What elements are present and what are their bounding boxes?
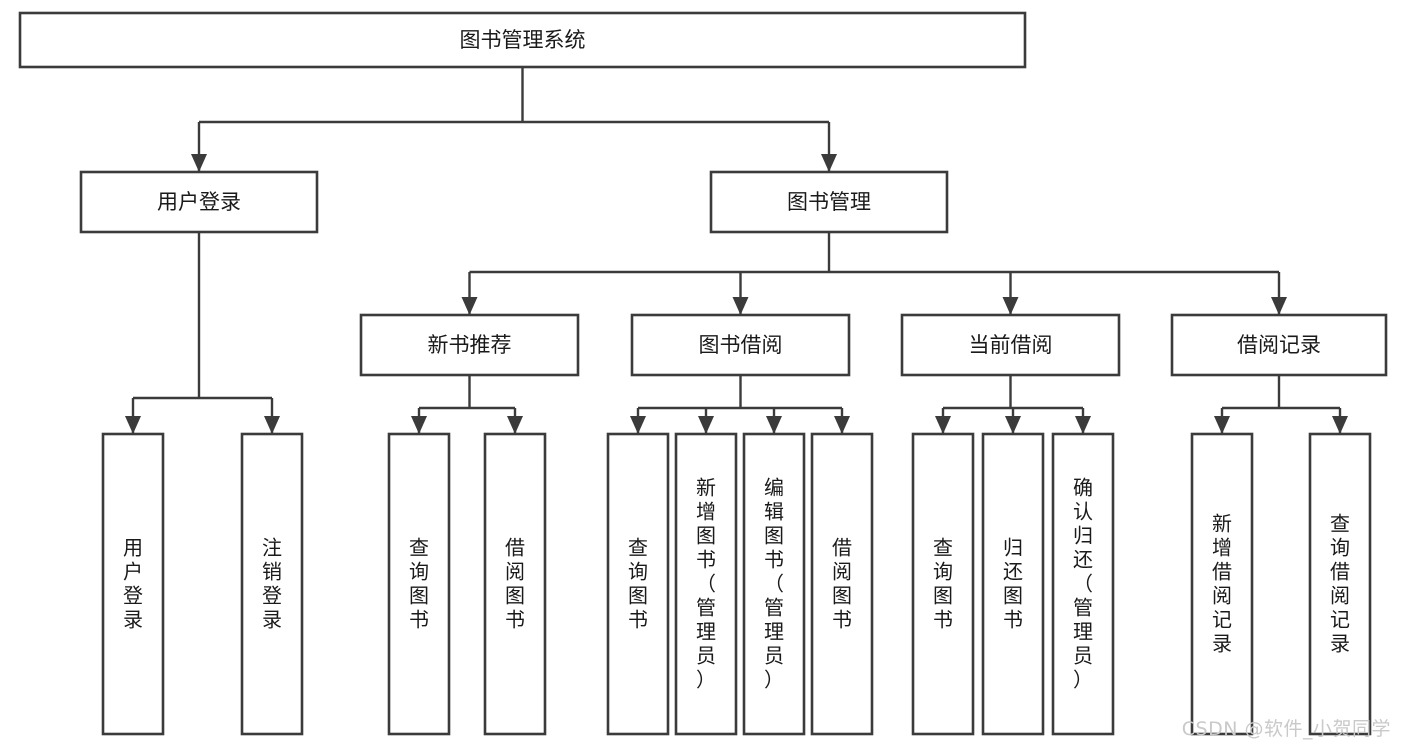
arrow-head-icon-borrow-record-1	[1332, 416, 1348, 434]
node-leaf-add-record[interactable]: 新增借阅记录	[1190, 432, 1254, 736]
node-label-leaf-borrow-book-2: 借阅图书	[832, 536, 852, 632]
node-book-manage[interactable]: 图书管理	[709, 170, 949, 234]
node-box-borrow-record	[1170, 313, 1388, 377]
arrow-head-icon-user-login-0	[125, 416, 141, 434]
arrow-head-icon-new-book-recommend-0	[411, 416, 427, 434]
node-leaf-edit-book[interactable]: 编辑图书（管理员）	[742, 432, 806, 736]
node-box-leaf-borrow-book-2	[810, 432, 874, 736]
node-label-leaf-query-record: 查询借阅记录	[1330, 512, 1350, 656]
node-label-leaf-query-book-1: 查询图书	[409, 536, 429, 632]
node-box-leaf-user-login	[101, 432, 165, 736]
node-box-leaf-edit-book	[742, 432, 806, 736]
node-leaf-user-login[interactable]: 用户登录	[101, 432, 165, 736]
node-borrow-record[interactable]: 借阅记录	[1170, 313, 1388, 377]
arrow-head-icon-borrow-record-0	[1214, 416, 1230, 434]
node-box-user-login	[79, 170, 319, 234]
node-leaf-query-book-3[interactable]: 查询图书	[911, 432, 975, 736]
arrow-head-icon-book-manage-2	[1002, 297, 1019, 315]
node-box-leaf-query-book-3	[911, 432, 975, 736]
arrow-head-icon-book-manage-1	[732, 297, 749, 315]
arrow-head-icon-root-0	[191, 154, 207, 172]
node-label-leaf-user-login: 用户登录	[123, 536, 143, 632]
node-leaf-query-book-2[interactable]: 查询图书	[606, 432, 670, 736]
node-box-leaf-borrow-book-1	[483, 432, 547, 736]
node-box-leaf-query-book-1	[387, 432, 451, 736]
arrow-head-icon-book-borrow-3	[834, 416, 850, 434]
node-label-leaf-query-book-3: 查询图书	[933, 536, 953, 632]
node-label-user-login: 用户登录	[157, 190, 241, 214]
node-box-new-book-recommend	[359, 313, 580, 377]
node-box-book-manage	[709, 170, 949, 234]
node-label-root: 图书管理系统	[460, 28, 586, 52]
arrow-head-icon-book-manage-3	[1271, 297, 1287, 315]
node-box-leaf-query-record	[1308, 432, 1372, 736]
node-new-book-recommend[interactable]: 新书推荐	[359, 313, 580, 377]
arrow-head-icon-book-manage-0	[461, 297, 478, 315]
node-box-leaf-confirm-return	[1051, 432, 1115, 736]
node-box-leaf-add-record	[1190, 432, 1254, 736]
node-leaf-borrow-book-2[interactable]: 借阅图书	[810, 432, 874, 736]
node-label-book-borrow: 图书借阅	[699, 333, 783, 357]
node-label-leaf-add-record: 新增借阅记录	[1212, 512, 1232, 656]
node-box-current-borrow	[900, 313, 1121, 377]
watermark-label: CSDN @软件_小贺同学	[1181, 718, 1391, 740]
node-label-leaf-edit-book: 编辑图书（管理员）	[764, 476, 784, 692]
node-label-new-book-recommend: 新书推荐	[428, 333, 512, 357]
arrow-head-icon-new-book-recommend-1	[507, 416, 523, 434]
arrow-head-icon-book-borrow-1	[698, 416, 714, 434]
node-leaf-add-book[interactable]: 新增图书（管理员）	[674, 432, 738, 736]
node-leaf-query-record[interactable]: 查询借阅记录	[1308, 432, 1372, 736]
node-current-borrow[interactable]: 当前借阅	[900, 313, 1121, 377]
node-box-book-borrow	[630, 313, 851, 377]
arrow-head-icon-user-login-1	[264, 416, 280, 434]
node-leaf-query-book-1[interactable]: 查询图书	[387, 432, 451, 736]
arrow-head-icon-root-1	[821, 154, 837, 172]
node-leaf-confirm-return[interactable]: 确认归还（管理员）	[1051, 432, 1115, 736]
arrow-head-icon-current-borrow-2	[1075, 416, 1091, 434]
arrow-head-icon-book-borrow-0	[630, 416, 646, 434]
node-box-leaf-query-book-2	[606, 432, 670, 736]
arrow-head-icon-current-borrow-0	[935, 416, 951, 434]
node-leaf-user-logout[interactable]: 注销登录	[240, 432, 304, 736]
node-label-book-manage: 图书管理	[787, 190, 871, 214]
node-label-leaf-return-book: 归还图书	[1003, 536, 1023, 632]
node-label-leaf-query-book-2: 查询图书	[628, 536, 648, 632]
node-root[interactable]: 图书管理系统	[18, 11, 1027, 69]
node-box-root	[18, 11, 1027, 69]
node-label-leaf-add-book: 新增图书（管理员）	[696, 476, 716, 692]
arrow-head-icon-book-borrow-2	[766, 416, 782, 434]
node-user-login[interactable]: 用户登录	[79, 170, 319, 234]
node-label-leaf-borrow-book-1: 借阅图书	[505, 536, 525, 632]
node-label-leaf-user-logout: 注销登录	[262, 536, 282, 632]
node-leaf-borrow-book-1[interactable]: 借阅图书	[483, 432, 547, 736]
node-book-borrow[interactable]: 图书借阅	[630, 313, 851, 377]
node-leaf-return-book[interactable]: 归还图书	[981, 432, 1045, 736]
nodes-layer: 图书管理系统用户登录图书管理新书推荐图书借阅当前借阅借阅记录用户登录注销登录查询…	[18, 11, 1388, 736]
arrow-head-icon-current-borrow-1	[1005, 416, 1021, 434]
node-label-leaf-confirm-return: 确认归还（管理员）	[1073, 476, 1093, 692]
connectors-layer	[125, 67, 1348, 434]
node-label-borrow-record: 借阅记录	[1237, 333, 1321, 357]
node-box-leaf-add-book	[674, 432, 738, 736]
node-label-current-borrow: 当前借阅	[969, 333, 1053, 357]
node-box-leaf-return-book	[981, 432, 1045, 736]
node-box-leaf-user-logout	[240, 432, 304, 736]
